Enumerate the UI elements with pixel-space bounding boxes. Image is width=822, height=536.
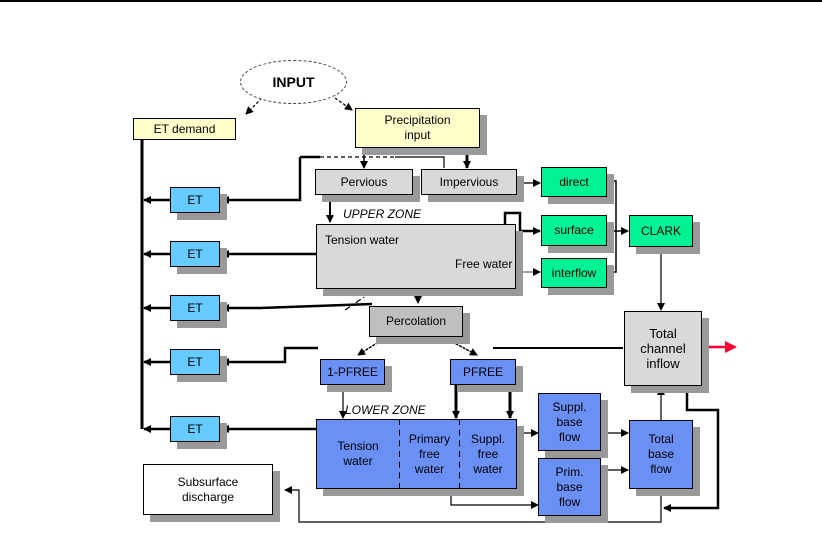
direct-box: direct [541, 167, 607, 197]
subsurface-discharge-box: Subsurface discharge [143, 464, 273, 515]
et-demand-box: ET demand [133, 118, 236, 140]
one-minus-pfree-box: 1-PFREE [320, 359, 385, 385]
et-box-5: ET [170, 416, 220, 442]
et-box-3: ET [170, 295, 220, 321]
suppl-base-flow-box: Suppl. base flow [538, 393, 601, 451]
upper-tension-water-label: Tension water [325, 233, 400, 247]
wire-input-et-demand [245, 97, 263, 115]
upper-free-water-label: Free water [455, 257, 513, 271]
et-box-4: ET [170, 349, 220, 375]
pfree-box: PFREE [450, 359, 516, 385]
percolation-box: Percolation [369, 306, 463, 337]
prim-base-flow-box: Prim. base flow [538, 458, 601, 516]
input-ellipse: INPUT [240, 60, 347, 104]
total-channel-inflow-box: Total channel inflow [624, 311, 702, 386]
upper-zone-label: UPPER ZONE [343, 207, 422, 221]
precipitation-input-box: Precipitation input [355, 108, 480, 148]
lower-zone-label: LOWER ZONE [345, 403, 426, 417]
impervious-box: Impervious [421, 169, 517, 195]
lower-tension-water: Tension water [316, 419, 401, 489]
pervious-box: Pervious [315, 169, 413, 195]
clark-box: CLARK [629, 215, 693, 247]
top-border-line [0, 0, 822, 2]
primary-free-water: Primary free water [400, 419, 461, 489]
interflow-box: interflow [541, 258, 607, 288]
surface-box: surface [541, 215, 607, 246]
et-box-1: ET [170, 187, 220, 213]
et-box-2: ET [170, 241, 220, 267]
wire-input-precip [334, 97, 353, 111]
suppl-free-water: Suppl. free water [460, 419, 517, 489]
total-base-flow-box: Total base flow [629, 420, 693, 489]
upper-zone-box [316, 224, 516, 289]
